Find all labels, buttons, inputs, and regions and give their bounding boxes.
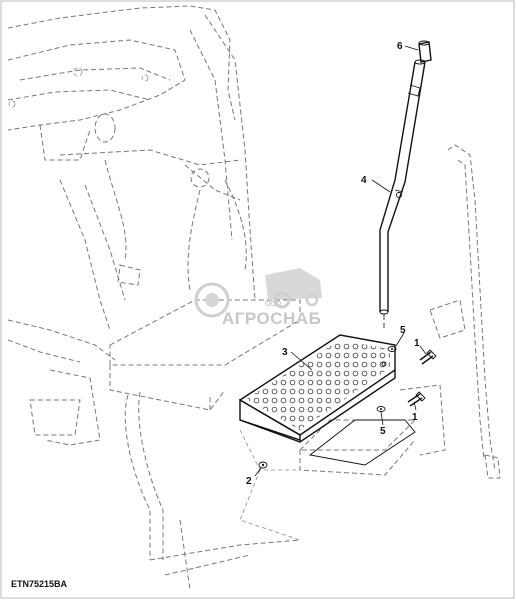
callout-1-lower: 1 bbox=[412, 412, 418, 423]
part-1-bolt-upper bbox=[419, 349, 437, 365]
watermark-prefix: ООО bbox=[265, 301, 282, 308]
gear-logo-icon bbox=[194, 282, 230, 318]
callout-3: 3 bbox=[282, 347, 288, 358]
part-3-step-tread bbox=[238, 334, 396, 443]
part-5-nut-lower bbox=[376, 406, 386, 412]
agrosnab-watermark: ООО АГРОСНАБ bbox=[194, 268, 322, 328]
callout-5-lower: 5 bbox=[380, 426, 386, 437]
part-6-handle-cap bbox=[418, 40, 432, 63]
part-4-handrail bbox=[379, 59, 426, 328]
callout-1-upper: 1 bbox=[414, 338, 420, 349]
callout-5-upper: 5 bbox=[400, 325, 406, 336]
lower-step bbox=[308, 419, 416, 466]
callout-leaders bbox=[254, 45, 427, 477]
part-5-nut-upper bbox=[387, 346, 397, 352]
callout-labels: 6 4 3 5 1 1 5 2 bbox=[246, 41, 420, 487]
part-1-bolt-lower bbox=[407, 391, 426, 407]
figure-id: ETN75215BA bbox=[11, 579, 68, 589]
callout-6: 6 bbox=[397, 41, 403, 52]
callout-2: 2 bbox=[246, 476, 252, 487]
tractor-cab-ghost bbox=[7, 5, 501, 591]
watermark-company-name: АГРОСНАБ bbox=[222, 309, 321, 328]
part-2-fastener bbox=[258, 461, 268, 469]
callout-4: 4 bbox=[361, 175, 367, 186]
